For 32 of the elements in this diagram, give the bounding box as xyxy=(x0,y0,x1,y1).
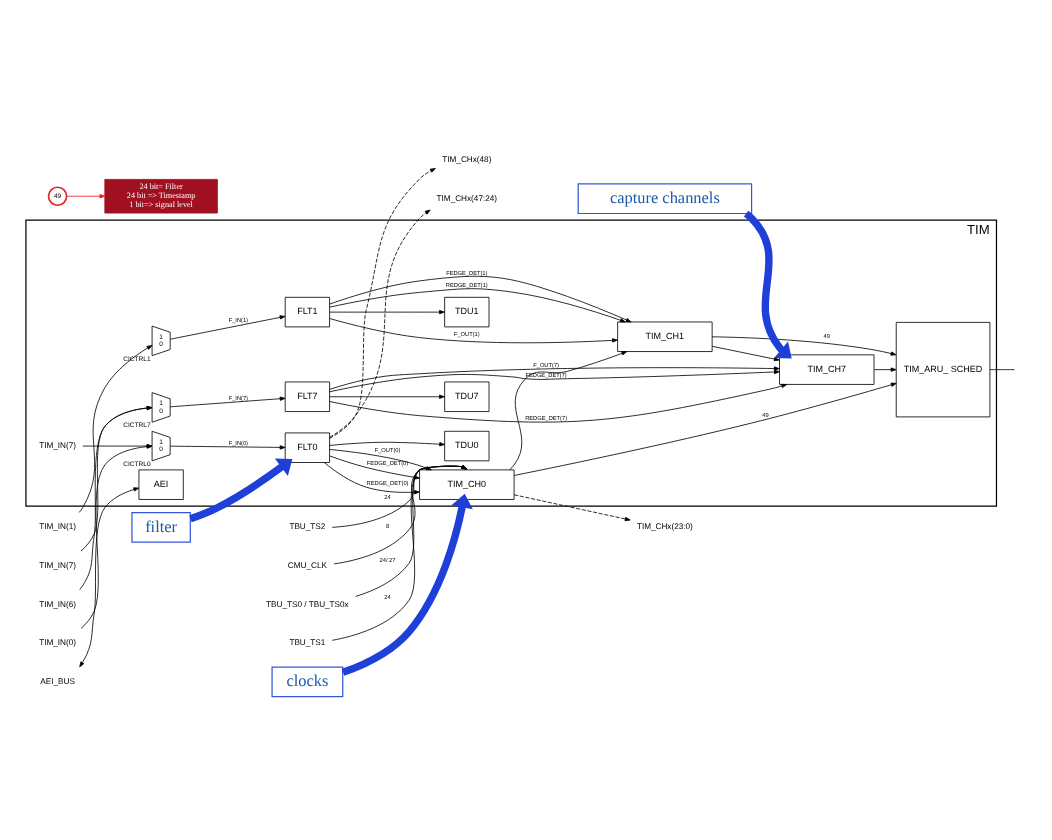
arrow xyxy=(329,274,632,322)
node-box: filter xyxy=(131,511,191,542)
arrow xyxy=(711,344,780,361)
arrow xyxy=(80,443,153,628)
node-box: capture channels xyxy=(577,182,753,214)
arrow xyxy=(513,493,631,521)
arrow xyxy=(169,444,286,449)
node-box: clocks xyxy=(271,665,344,697)
arrow xyxy=(79,486,140,667)
arrow xyxy=(509,350,628,469)
arrow xyxy=(329,393,445,398)
arrow xyxy=(329,308,445,314)
arrow xyxy=(66,193,106,198)
arrow xyxy=(873,366,897,371)
arrow xyxy=(82,442,153,448)
arrow xyxy=(329,167,436,438)
arrow xyxy=(80,404,153,551)
connector xyxy=(989,368,1015,370)
arrow xyxy=(329,287,626,322)
arrow xyxy=(189,457,293,522)
arrow xyxy=(711,335,897,355)
arrow xyxy=(169,395,286,407)
arrow xyxy=(79,404,153,590)
arrow xyxy=(169,314,286,339)
arrow xyxy=(329,440,445,446)
arrow xyxy=(329,317,618,343)
arrow xyxy=(329,208,431,437)
arrow xyxy=(78,343,153,512)
arrow xyxy=(743,209,792,358)
arrow xyxy=(341,492,473,675)
arrow xyxy=(329,382,788,422)
arrow xyxy=(513,381,897,475)
